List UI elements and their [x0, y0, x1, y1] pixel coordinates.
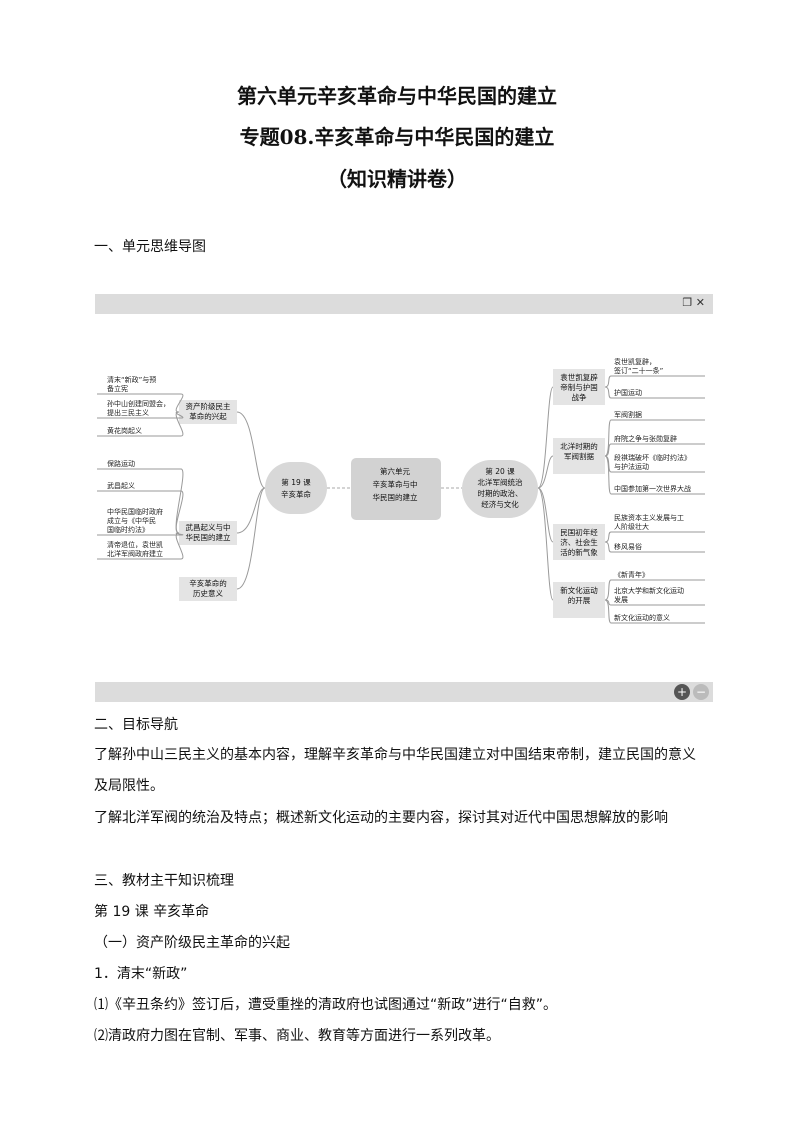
right-leaf: 袁世凯复辟，签订“二十一条” [614, 357, 663, 375]
right-branch-label: 新文化运动的开展 [560, 585, 598, 605]
right-leaf: 护国运动 [614, 388, 642, 397]
right-branch-label: 北洋时期的军阀割据 [560, 441, 598, 461]
left-branch-box [179, 577, 237, 601]
goal-2: 了解北洋军阀的统治及特点；概述新文化运动的主要内容，探讨其对近代中国思想解放的影… [94, 810, 668, 826]
center-node-label: 第六单元辛亥革命与中华民国的建立 [373, 466, 418, 502]
mindmap-viewer: ❐ ✕ 第六单元辛亥革命与中华民国的建立 第 19 课辛亥革命 第 20 课北洋军阀… [95, 294, 713, 702]
section-knowledge-heading: 三、教材主干知识梳理 [94, 873, 234, 889]
item-1-heading: 1．清末“新政” [94, 966, 188, 982]
right-branch-box [553, 438, 605, 474]
left-branch-label: 武昌起义与中华民国的建立 [186, 522, 231, 542]
item-1-1: ⑴《辛丑条约》签订后，遭受重挫的清政府也试图通过“新政”进行“自救”。 [94, 997, 558, 1013]
left-branch-box [179, 521, 237, 545]
right-leaf: 移风易俗 [614, 542, 642, 551]
leaf-connector [604, 455, 612, 495]
left-leaf: 清末“新政”与预备立宪 [107, 375, 156, 393]
right-leaf: 军阀割据 [614, 410, 642, 419]
zoom-out-icon[interactable]: − [693, 684, 709, 700]
lesson19-label: 第 19 课辛亥革命 [281, 477, 311, 499]
right-leaf: 府院之争与张勋复辟 [614, 434, 677, 443]
left-leaf: 孙中山创建同盟会，提出三民主义 [107, 399, 170, 417]
left-branch-label: 资产阶级民主革命的兴起 [186, 401, 231, 421]
paper-kind: （知识精讲卷） [327, 167, 467, 191]
branch-line [537, 386, 554, 489]
right-branch-box [553, 582, 605, 618]
goal-1-line-1: 了解孙中山三民主义的基本内容，理解辛亥革命与中华民国建立对中国结束帝制，建立民国… [94, 747, 696, 763]
right-leaf: 《新青年》 [614, 570, 649, 579]
leaf-connector [175, 393, 184, 413]
window-controls-icon[interactable]: ❐ ✕ [682, 296, 705, 309]
left-leaf: 保路运动 [107, 459, 135, 468]
lesson19-node [265, 462, 327, 514]
subsection-1-heading: （一）资产阶级民主革命的兴起 [94, 935, 290, 951]
leaf-connector [604, 599, 612, 624]
right-branch-box [553, 524, 605, 560]
leaf-connector [175, 532, 184, 560]
viewer-titlebar: ❐ ✕ [95, 294, 713, 314]
mindmap: 第六单元辛亥革命与中华民国的建立 第 19 课辛亥革命 第 20 课北洋军阀统治时期… [97, 357, 705, 624]
branch-line [537, 455, 554, 489]
branch-line [537, 487, 554, 543]
right-leaf: 段祺瑞破坏《临时约法》与护法运动 [614, 453, 691, 471]
left-branch-label: 辛亥革命的历史意义 [189, 578, 227, 598]
section-goals-heading: 二、目标导航 [94, 717, 178, 733]
leaf-connector [604, 443, 612, 457]
goal-1-line-2: 及局限性。 [94, 778, 164, 794]
left-leaf: 清帝退位，袁世凯北洋军阀政府建立 [107, 540, 163, 558]
unit-title: 第六单元辛亥革命与中华民国的建立 [237, 84, 557, 108]
topic-title: 专题08.辛亥革命与中华民国的建立 [239, 125, 555, 149]
viewer-toolbar: +− [95, 682, 713, 702]
leaf-connector [604, 579, 612, 601]
lesson20-label: 第 20 课北洋军阀统治时期的政治、经济与文化 [478, 466, 523, 509]
center-node [351, 458, 441, 520]
right-branch-box [553, 369, 605, 405]
section-mindmap-heading: 一、单元思维导图 [94, 239, 206, 255]
branch-line [236, 487, 266, 534]
right-leaf: 民族资本主义发展与工人阶级壮大 [614, 513, 684, 531]
leaf-connector [604, 541, 612, 553]
lesson20-node [462, 460, 538, 518]
leaf-connector [604, 419, 612, 457]
left-leaf: 武昌起义 [107, 481, 135, 490]
right-branch-label: 袁世凯复辟帝制与护国战争 [560, 372, 598, 402]
left-leaf: 中华民国临时政府成立与《中华民国临时约法》 [107, 507, 163, 534]
leaf-connector [175, 490, 184, 534]
branch-line [236, 411, 266, 489]
leaf-connector [604, 386, 612, 399]
branch-line [236, 487, 266, 590]
right-leaf: 新文化运动的意义 [614, 613, 670, 622]
right-leaf: 北京大学和新文化运动发展 [614, 586, 684, 604]
left-branch-box [179, 400, 237, 424]
zoom-in-icon[interactable]: + [674, 684, 690, 700]
leaf-connector [175, 411, 184, 437]
item-1-2: ⑵清政府力图在官制、军事、商业、教育等方面进行一系列改革。 [94, 1028, 500, 1044]
leaf-connector [604, 531, 612, 543]
branch-line [537, 487, 554, 601]
lesson-19-heading: 第 19 课 辛亥革命 [94, 904, 210, 920]
left-leaf: 黄花岗起义 [107, 426, 142, 435]
right-leaf: 中国参加第一次世界大战 [614, 484, 691, 493]
leaf-connector [604, 375, 612, 388]
right-branch-label: 民国初年经济、社会生活的新气象 [560, 527, 598, 557]
